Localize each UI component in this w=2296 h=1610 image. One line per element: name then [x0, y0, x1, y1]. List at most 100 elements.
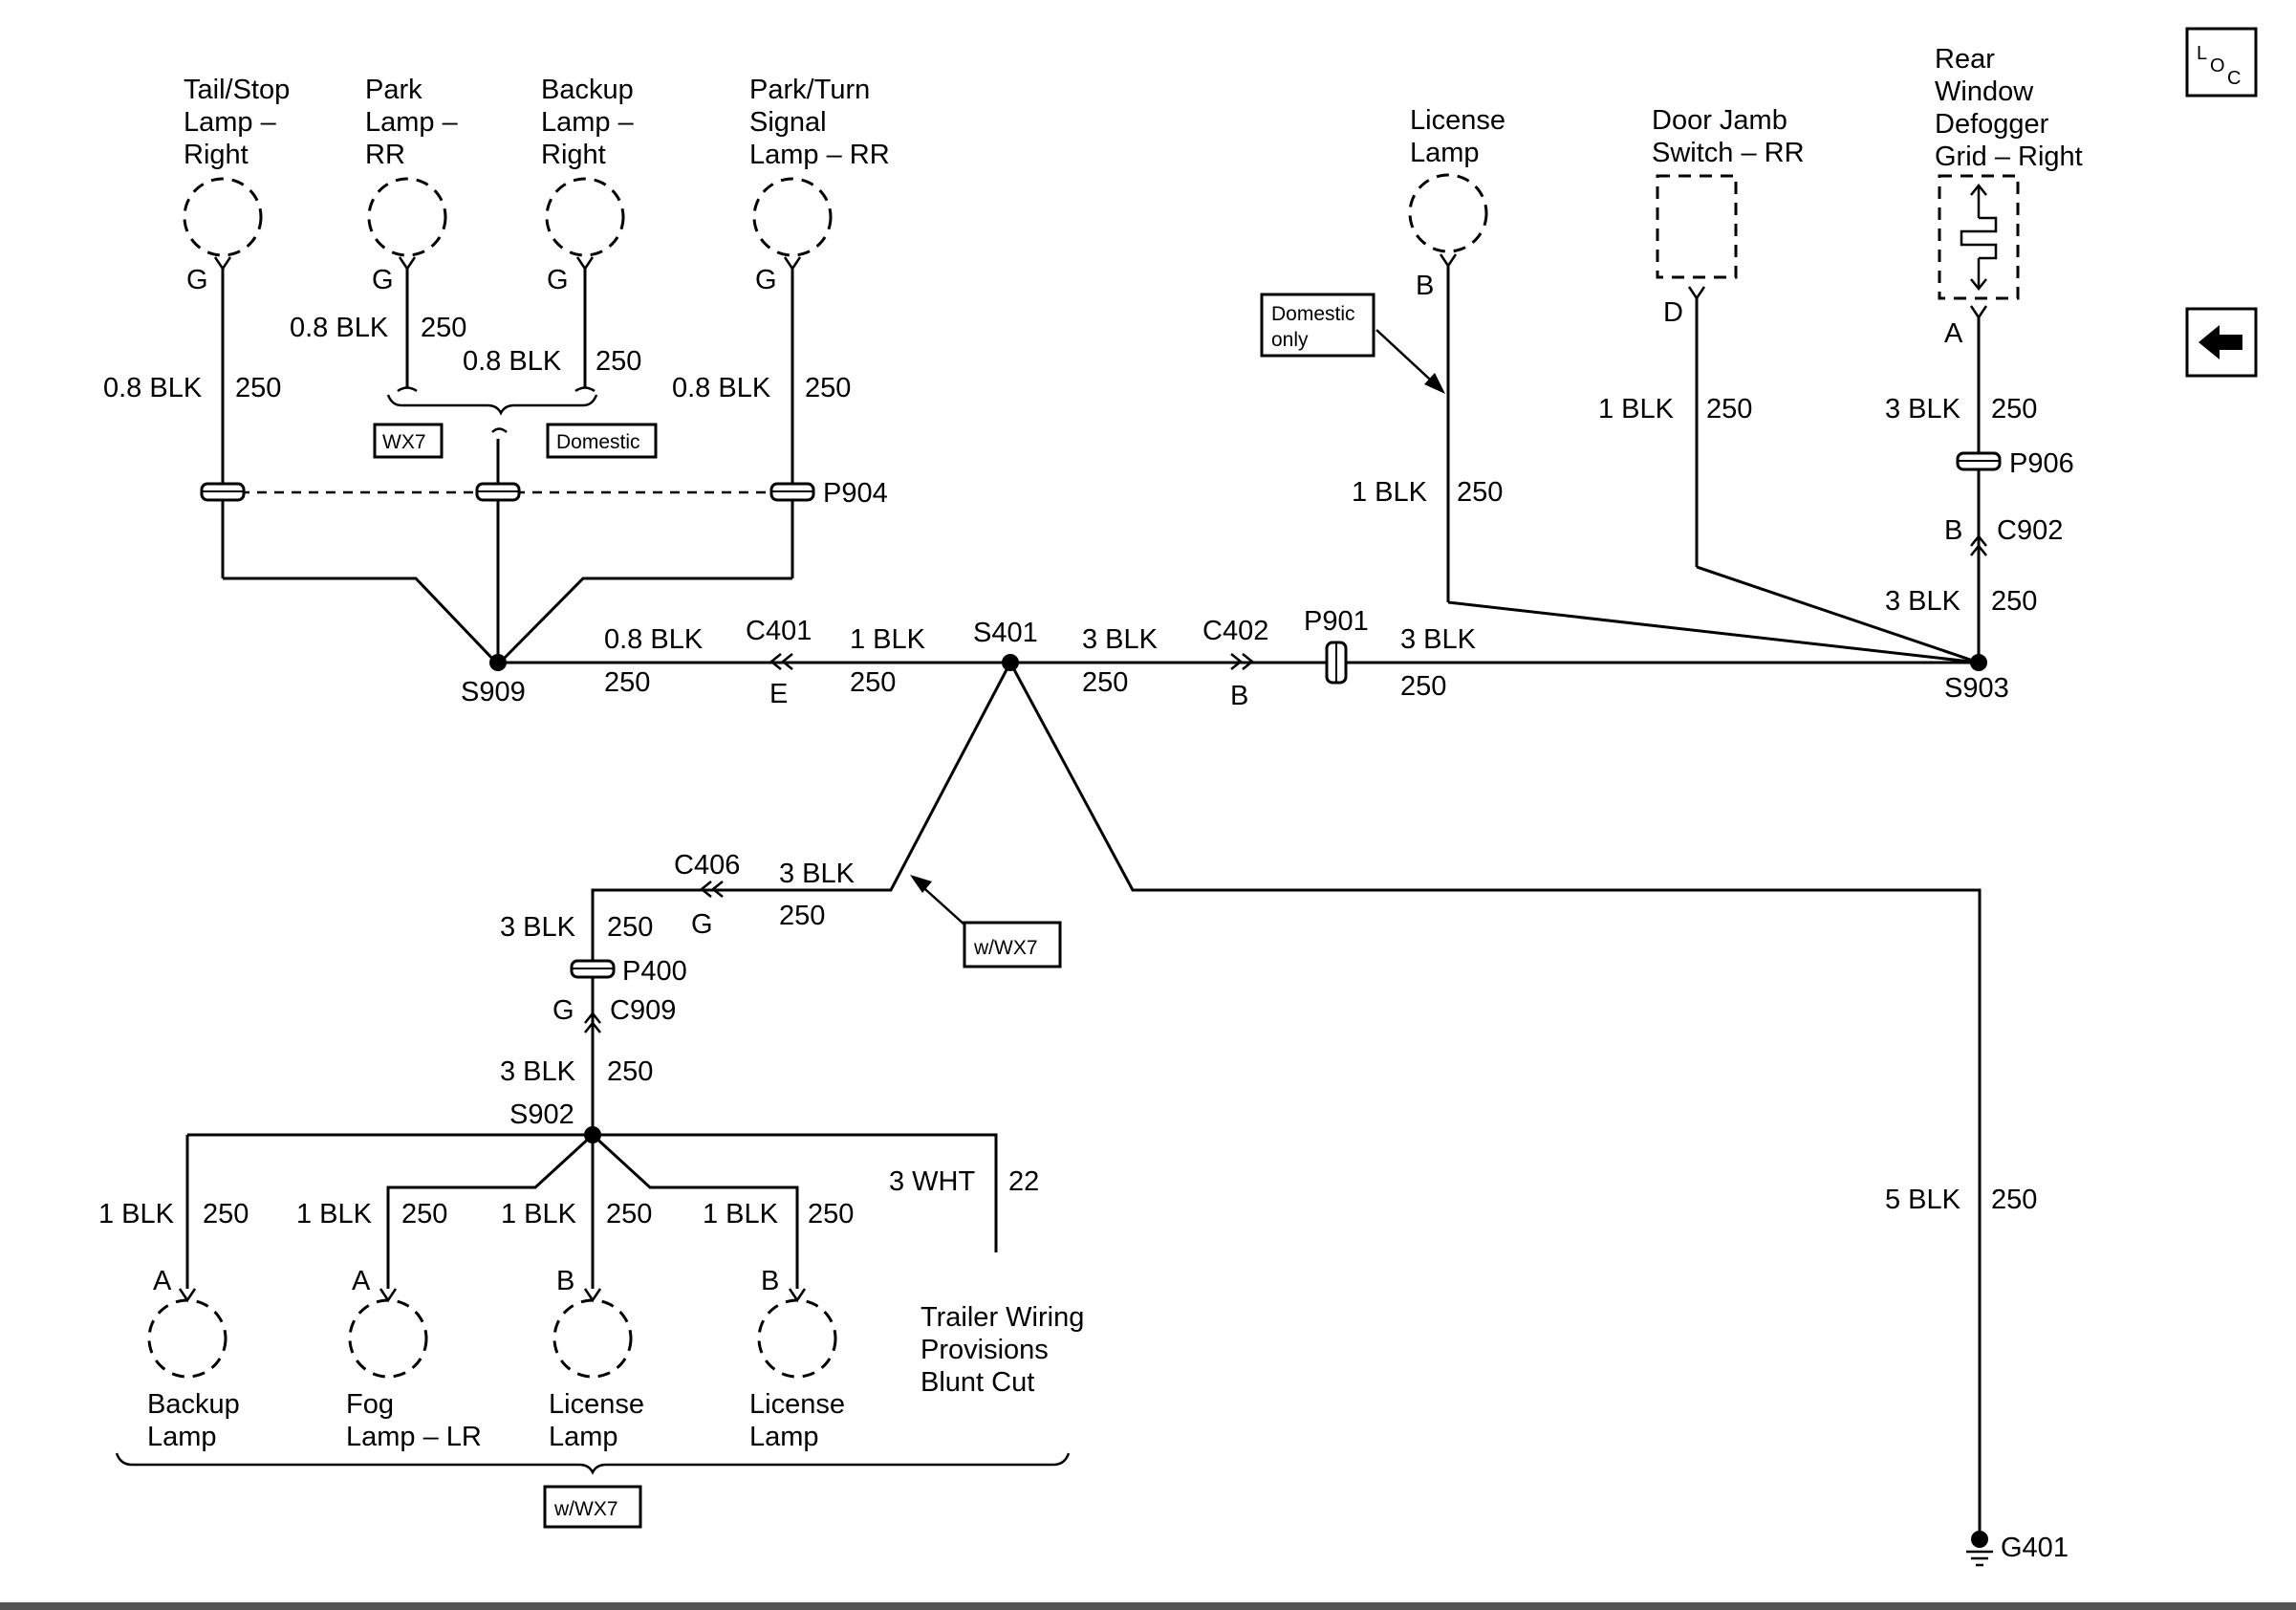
- lamp-symbol: [1408, 173, 1488, 253]
- g401-label: G401: [2001, 1533, 2069, 1563]
- domestic-only-box: [1260, 293, 1375, 358]
- ground-point: [1971, 1531, 1988, 1548]
- svg-text:L: L: [2197, 43, 2207, 64]
- svg-text:250: 250: [607, 912, 653, 943]
- svg-text:1 BLK: 1 BLK: [703, 1199, 779, 1229]
- c401-label: C401: [746, 616, 812, 646]
- license-lamp-symbol: [552, 1298, 633, 1379]
- domestic-option-box: [546, 423, 658, 459]
- svg-text:Switch – RR: Switch – RR: [1652, 138, 1805, 168]
- svg-text:Blunt Cut: Blunt Cut: [921, 1367, 1034, 1398]
- svg-text:1 BLK: 1 BLK: [1352, 477, 1428, 508]
- svg-text:3 BLK: 3 BLK: [1885, 394, 1961, 424]
- park-lamp-rr: Park Lamp – RR: [365, 75, 459, 257]
- svg-text:Lamp: Lamp: [749, 1422, 819, 1452]
- svg-text:250: 250: [606, 1199, 652, 1229]
- terminal-g: G: [186, 265, 208, 295]
- switch-symbol: [1656, 174, 1738, 279]
- p904-label: P904: [823, 478, 888, 509]
- backup-lamp-symbol: [147, 1298, 227, 1379]
- svg-text:Provisions: Provisions: [921, 1335, 1049, 1365]
- p906-label: P906: [2009, 448, 2074, 479]
- svg-text:1 BLK: 1 BLK: [850, 624, 926, 655]
- svg-text:3 BLK: 3 BLK: [500, 912, 576, 943]
- s909-label: S909: [461, 677, 526, 707]
- svg-text:B: B: [556, 1266, 574, 1296]
- svg-text:250: 250: [779, 901, 825, 931]
- svg-text:Signal: Signal: [749, 107, 827, 138]
- c402-pin: B: [1230, 681, 1248, 711]
- svg-text:1 BLK: 1 BLK: [296, 1199, 373, 1229]
- tail-stop-lamp-right: Tail/Stop Lamp – Right: [183, 75, 290, 257]
- svg-text:3 BLK: 3 BLK: [1885, 586, 1961, 617]
- rear-window-defogger-grid-right: Rear Window Defogger Grid – Right: [1935, 44, 2083, 320]
- s903-label: S903: [1944, 673, 2009, 704]
- svg-text:Right: Right: [184, 140, 249, 170]
- svg-text:1 BLK: 1 BLK: [1598, 394, 1675, 424]
- svg-text:Defogger: Defogger: [1935, 109, 2049, 140]
- svg-text:250: 250: [1706, 394, 1752, 424]
- pointer-arrow: [910, 875, 932, 893]
- s401-label: S401: [973, 618, 1038, 648]
- c406-pin: G: [691, 909, 713, 940]
- svg-text:250: 250: [1991, 394, 2037, 424]
- c402-label: C402: [1202, 616, 1268, 646]
- svg-text:Lamp – RR: Lamp – RR: [749, 140, 890, 170]
- svg-text:0.8 BLK: 0.8 BLK: [604, 624, 704, 655]
- svg-text:250: 250: [203, 1199, 249, 1229]
- svg-text:Tail/Stop: Tail/Stop: [184, 75, 290, 105]
- s902-label: S902: [509, 1099, 574, 1130]
- svg-text:Window: Window: [1935, 76, 2034, 107]
- lamp-symbol: [367, 177, 447, 257]
- svg-text:250: 250: [1082, 667, 1128, 698]
- location-icon[interactable]: L O C: [2185, 27, 2258, 98]
- license-lamp-symbol: [757, 1298, 837, 1379]
- svg-text:O: O: [2210, 55, 2225, 76]
- svg-text:250: 250: [850, 667, 896, 698]
- svg-text:3 BLK: 3 BLK: [500, 1056, 576, 1087]
- back-arrow-icon[interactable]: [2185, 307, 2258, 378]
- svg-text:Fog: Fog: [346, 1389, 394, 1420]
- w-wx7-option-box: [963, 921, 1062, 968]
- svg-text:250: 250: [607, 1056, 653, 1087]
- wire-color: 0.8 BLK: [463, 346, 562, 377]
- svg-text:A: A: [1944, 318, 1963, 349]
- svg-text:3 BLK: 3 BLK: [1400, 624, 1477, 655]
- c909-label: C909: [610, 995, 676, 1026]
- svg-text:A: A: [352, 1266, 371, 1296]
- defogger-symbol: [1938, 174, 2020, 300]
- svg-text:WX7: WX7: [382, 431, 426, 453]
- svg-text:Domestic: Domestic: [556, 431, 640, 453]
- svg-text:Grid – Right: Grid – Right: [1935, 141, 2083, 172]
- svg-text:250: 250: [1400, 671, 1446, 702]
- svg-text:Trailer Wiring: Trailer Wiring: [921, 1302, 1084, 1333]
- svg-text:Right: Right: [541, 140, 606, 170]
- svg-text:Lamp: Lamp: [147, 1422, 217, 1452]
- svg-text:250: 250: [1991, 586, 2037, 617]
- wire-color: 0.8 BLK: [103, 373, 203, 403]
- svg-text:w/WX7: w/WX7: [973, 937, 1038, 959]
- p400-label: P400: [622, 956, 687, 987]
- park-turn-signal-lamp-rr: Park/Turn Signal Lamp – RR: [749, 75, 890, 257]
- svg-text:B: B: [761, 1266, 779, 1296]
- lamp-symbol: [183, 177, 263, 257]
- svg-text:250: 250: [1991, 1185, 2037, 1215]
- p904-pass-through-connectors: [200, 482, 815, 502]
- svg-text:Lamp –: Lamp –: [541, 107, 635, 138]
- svg-text:3 BLK: 3 BLK: [779, 859, 856, 889]
- svg-text:Park: Park: [365, 75, 422, 105]
- svg-text:Lamp – LR: Lamp – LR: [346, 1422, 482, 1452]
- svg-text:1 BLK: 1 BLK: [98, 1199, 175, 1229]
- svg-text:D: D: [1663, 297, 1683, 328]
- c401-pin: E: [769, 679, 788, 709]
- svg-text:5 BLK: 5 BLK: [1885, 1185, 1961, 1215]
- svg-text:w/WX7: w/WX7: [553, 1498, 618, 1520]
- terminal-g: G: [372, 265, 394, 295]
- wire-color: 0.8 BLK: [672, 373, 771, 403]
- svg-text:250: 250: [1457, 477, 1503, 508]
- circuit-number: 250: [596, 346, 641, 377]
- svg-text:1 BLK: 1 BLK: [501, 1199, 577, 1229]
- svg-text:B: B: [1944, 515, 1962, 546]
- wx7-option-box: [373, 423, 444, 459]
